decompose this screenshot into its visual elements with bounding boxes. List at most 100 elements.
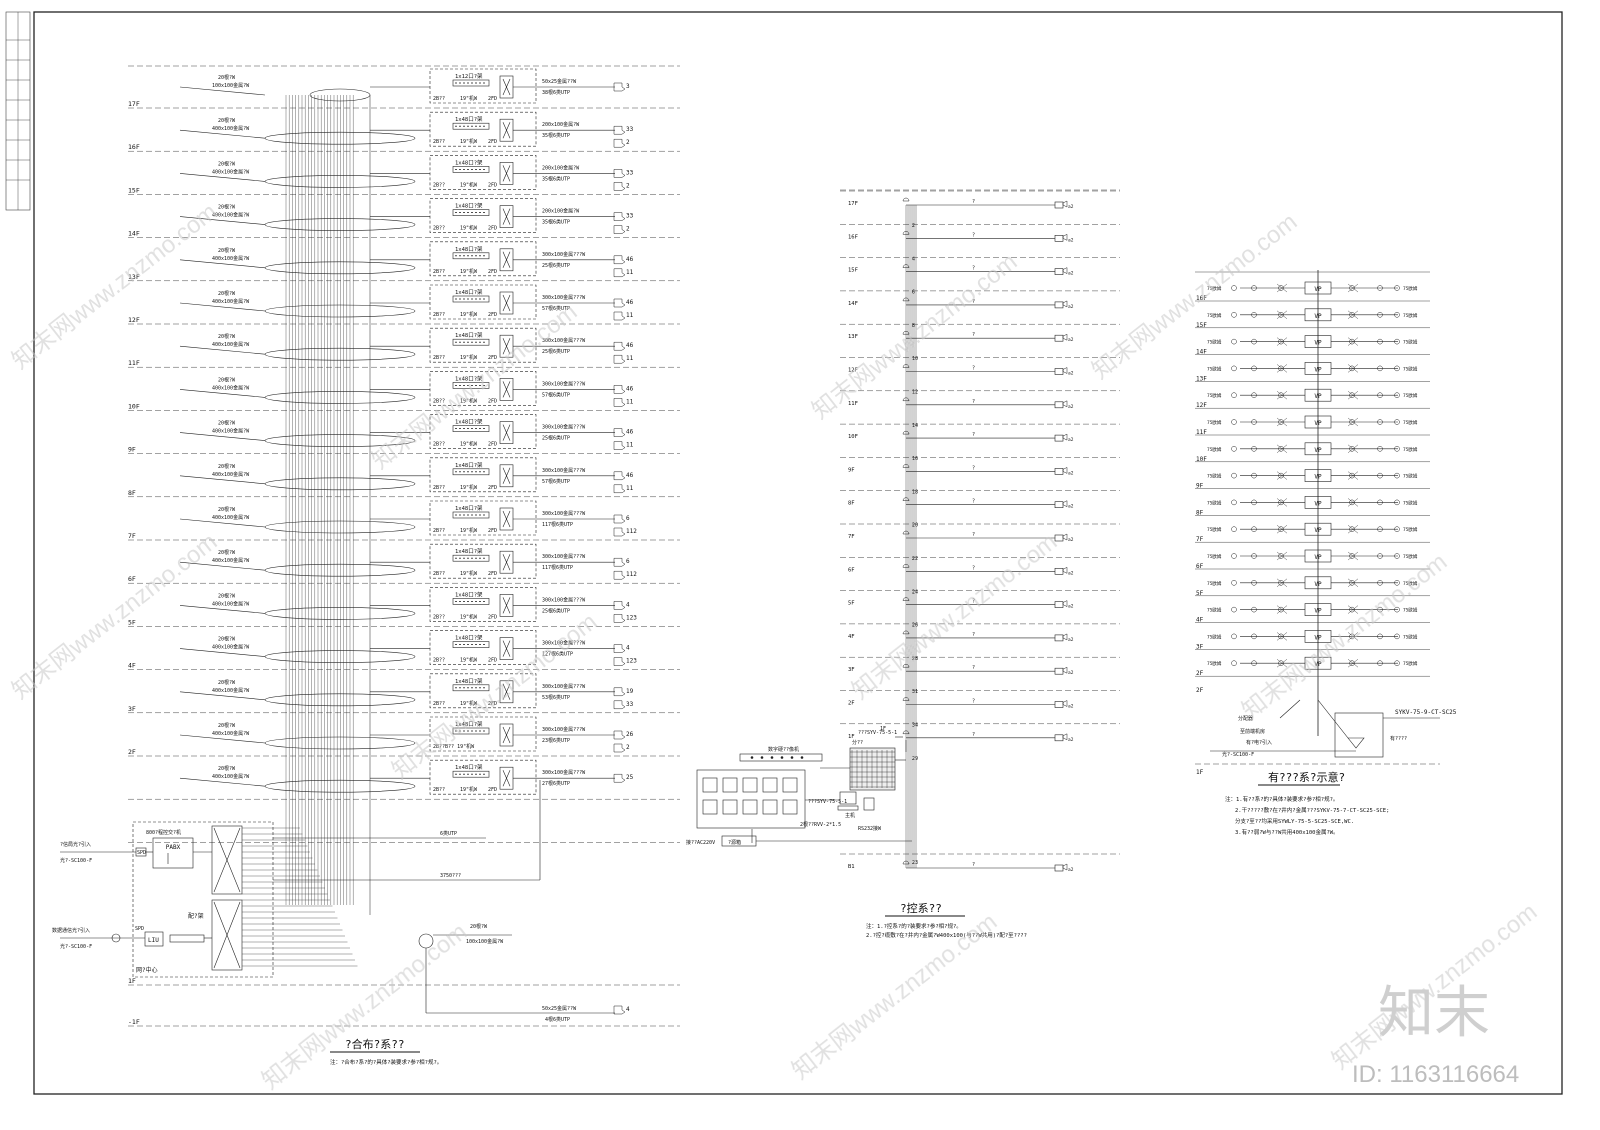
junction-icon bbox=[902, 364, 910, 368]
trunk-leader bbox=[179, 129, 266, 139]
rack-label: 2FD bbox=[488, 226, 497, 232]
liu-label: LIU bbox=[148, 937, 159, 944]
terminal-label: 75欧姆 bbox=[1207, 499, 1222, 506]
frame-cross bbox=[213, 827, 241, 893]
rack-label: 19"机W bbox=[460, 527, 478, 534]
liu-box bbox=[144, 931, 164, 947]
switch-cross bbox=[502, 683, 511, 700]
camera-icon bbox=[1062, 367, 1068, 374]
center-label: 网?中心 bbox=[136, 966, 158, 974]
outlet-count: 4 bbox=[626, 1006, 630, 1013]
amplifier-icon bbox=[1347, 737, 1365, 749]
trunk-label: 20根?W bbox=[218, 765, 236, 772]
rack-label: 2B?? bbox=[433, 226, 445, 232]
floor-label: 11F bbox=[128, 359, 140, 367]
floor-label: 5F bbox=[1196, 590, 1204, 597]
recorder-led bbox=[760, 756, 764, 759]
tray-label: 300x100金属???W bbox=[542, 337, 586, 344]
utp-label: 25根6类UTP bbox=[542, 607, 570, 614]
watermark-text: 知末网www.znzmo.com bbox=[1087, 208, 1302, 384]
floor-label: 6F bbox=[128, 575, 136, 583]
rack-label: 19"机W bbox=[460, 613, 478, 620]
tap-icon bbox=[1394, 472, 1400, 479]
ups-label: ?源箱 bbox=[728, 839, 741, 846]
terminal-label: 75欧姆 bbox=[1403, 365, 1418, 372]
splitter-cross bbox=[1276, 310, 1288, 319]
tap-icon bbox=[1231, 392, 1237, 398]
outlet-icon bbox=[613, 700, 626, 710]
terminal-label: 75欧姆 bbox=[1207, 365, 1222, 372]
tap-icon bbox=[1251, 419, 1257, 425]
junction-icon bbox=[902, 664, 910, 668]
trunk-leader bbox=[179, 691, 266, 701]
splitter-cross bbox=[1347, 310, 1359, 319]
riser-count: 2 bbox=[912, 223, 915, 229]
trunk-label: 400x100金属?W bbox=[212, 125, 250, 132]
camera-icon bbox=[1062, 666, 1068, 674]
outlet-count: 33 bbox=[626, 213, 634, 220]
splitter-cross bbox=[1276, 283, 1288, 293]
outlet-icon bbox=[613, 687, 626, 697]
terminal-label: 75欧姆 bbox=[1403, 553, 1418, 560]
trunk-leader bbox=[179, 345, 266, 355]
rack-label: 19"机W bbox=[460, 657, 478, 664]
recorder-led bbox=[770, 756, 774, 759]
cable-mark: ? bbox=[972, 499, 975, 505]
switch-cross bbox=[502, 510, 511, 528]
incoming-label: ?信局光?引入 bbox=[60, 841, 91, 848]
floor-label: 13F bbox=[848, 334, 858, 340]
floor-label: 14F bbox=[128, 230, 140, 238]
tap-icon bbox=[1278, 472, 1284, 479]
patch-panel bbox=[452, 554, 490, 562]
tap-icon bbox=[1251, 392, 1257, 398]
vp-label: VP bbox=[1314, 527, 1322, 534]
splitter-cross bbox=[1276, 337, 1288, 346]
tap-icon bbox=[1278, 446, 1284, 452]
trunk-cable-label: 3750??? bbox=[440, 873, 461, 879]
spd-label: SPD bbox=[137, 850, 146, 856]
splitter-label: 分配器 bbox=[1238, 715, 1253, 722]
rack-label: 2FD bbox=[488, 182, 497, 188]
floor-label: 2F bbox=[128, 748, 136, 756]
splitter-cross bbox=[1347, 337, 1359, 346]
rack-label: 2B?? bbox=[433, 485, 445, 491]
rack-label: 2FD bbox=[488, 701, 497, 707]
tap-icon bbox=[1349, 338, 1355, 345]
outlet-count: 112 bbox=[626, 571, 637, 578]
patch-panel bbox=[452, 641, 490, 648]
outlet-icon bbox=[613, 441, 626, 450]
telecom-room-box bbox=[429, 327, 537, 363]
trunk-label: 20根?W bbox=[218, 247, 236, 254]
outlet-count: 6 bbox=[626, 515, 630, 522]
trunk-leader bbox=[179, 734, 266, 744]
floor-label: 1F bbox=[128, 977, 136, 985]
floor-label: 16F bbox=[1196, 295, 1207, 302]
rack-label: 2B?? bbox=[433, 442, 445, 448]
patch-panel-label: 1x48口?架 bbox=[455, 203, 483, 210]
tap-icon bbox=[1278, 660, 1284, 666]
tap-icon bbox=[1231, 580, 1237, 586]
junction-icon bbox=[902, 697, 910, 701]
floor-label: 6F bbox=[1196, 563, 1204, 570]
floor-label: 5F bbox=[128, 618, 136, 626]
tap-icon bbox=[1251, 312, 1257, 318]
floor-label: 3F bbox=[848, 667, 855, 673]
tap-icon bbox=[1251, 633, 1257, 640]
telecom-room-box bbox=[429, 284, 537, 320]
switch-cross bbox=[502, 208, 511, 225]
outlet-icon bbox=[613, 743, 626, 753]
terminal-label: 75欧姆 bbox=[1403, 607, 1418, 614]
tap-icon bbox=[1251, 553, 1257, 559]
outlet-count: 11 bbox=[626, 442, 634, 449]
trunk-label: 20根?W bbox=[218, 592, 236, 599]
outlet-icon bbox=[613, 527, 626, 537]
recorder-label: 数字硬??像机 bbox=[768, 746, 799, 753]
outlet-icon bbox=[613, 428, 626, 437]
tap-icon bbox=[1278, 419, 1284, 425]
pc-monitor bbox=[839, 791, 857, 805]
outlet-icon bbox=[613, 644, 626, 653]
utp-label: 27根6类UTP bbox=[542, 780, 570, 787]
floor-label: 8F bbox=[128, 489, 136, 497]
outlet-count: 112 bbox=[626, 528, 637, 535]
rack-label: 19"机W bbox=[460, 181, 478, 188]
